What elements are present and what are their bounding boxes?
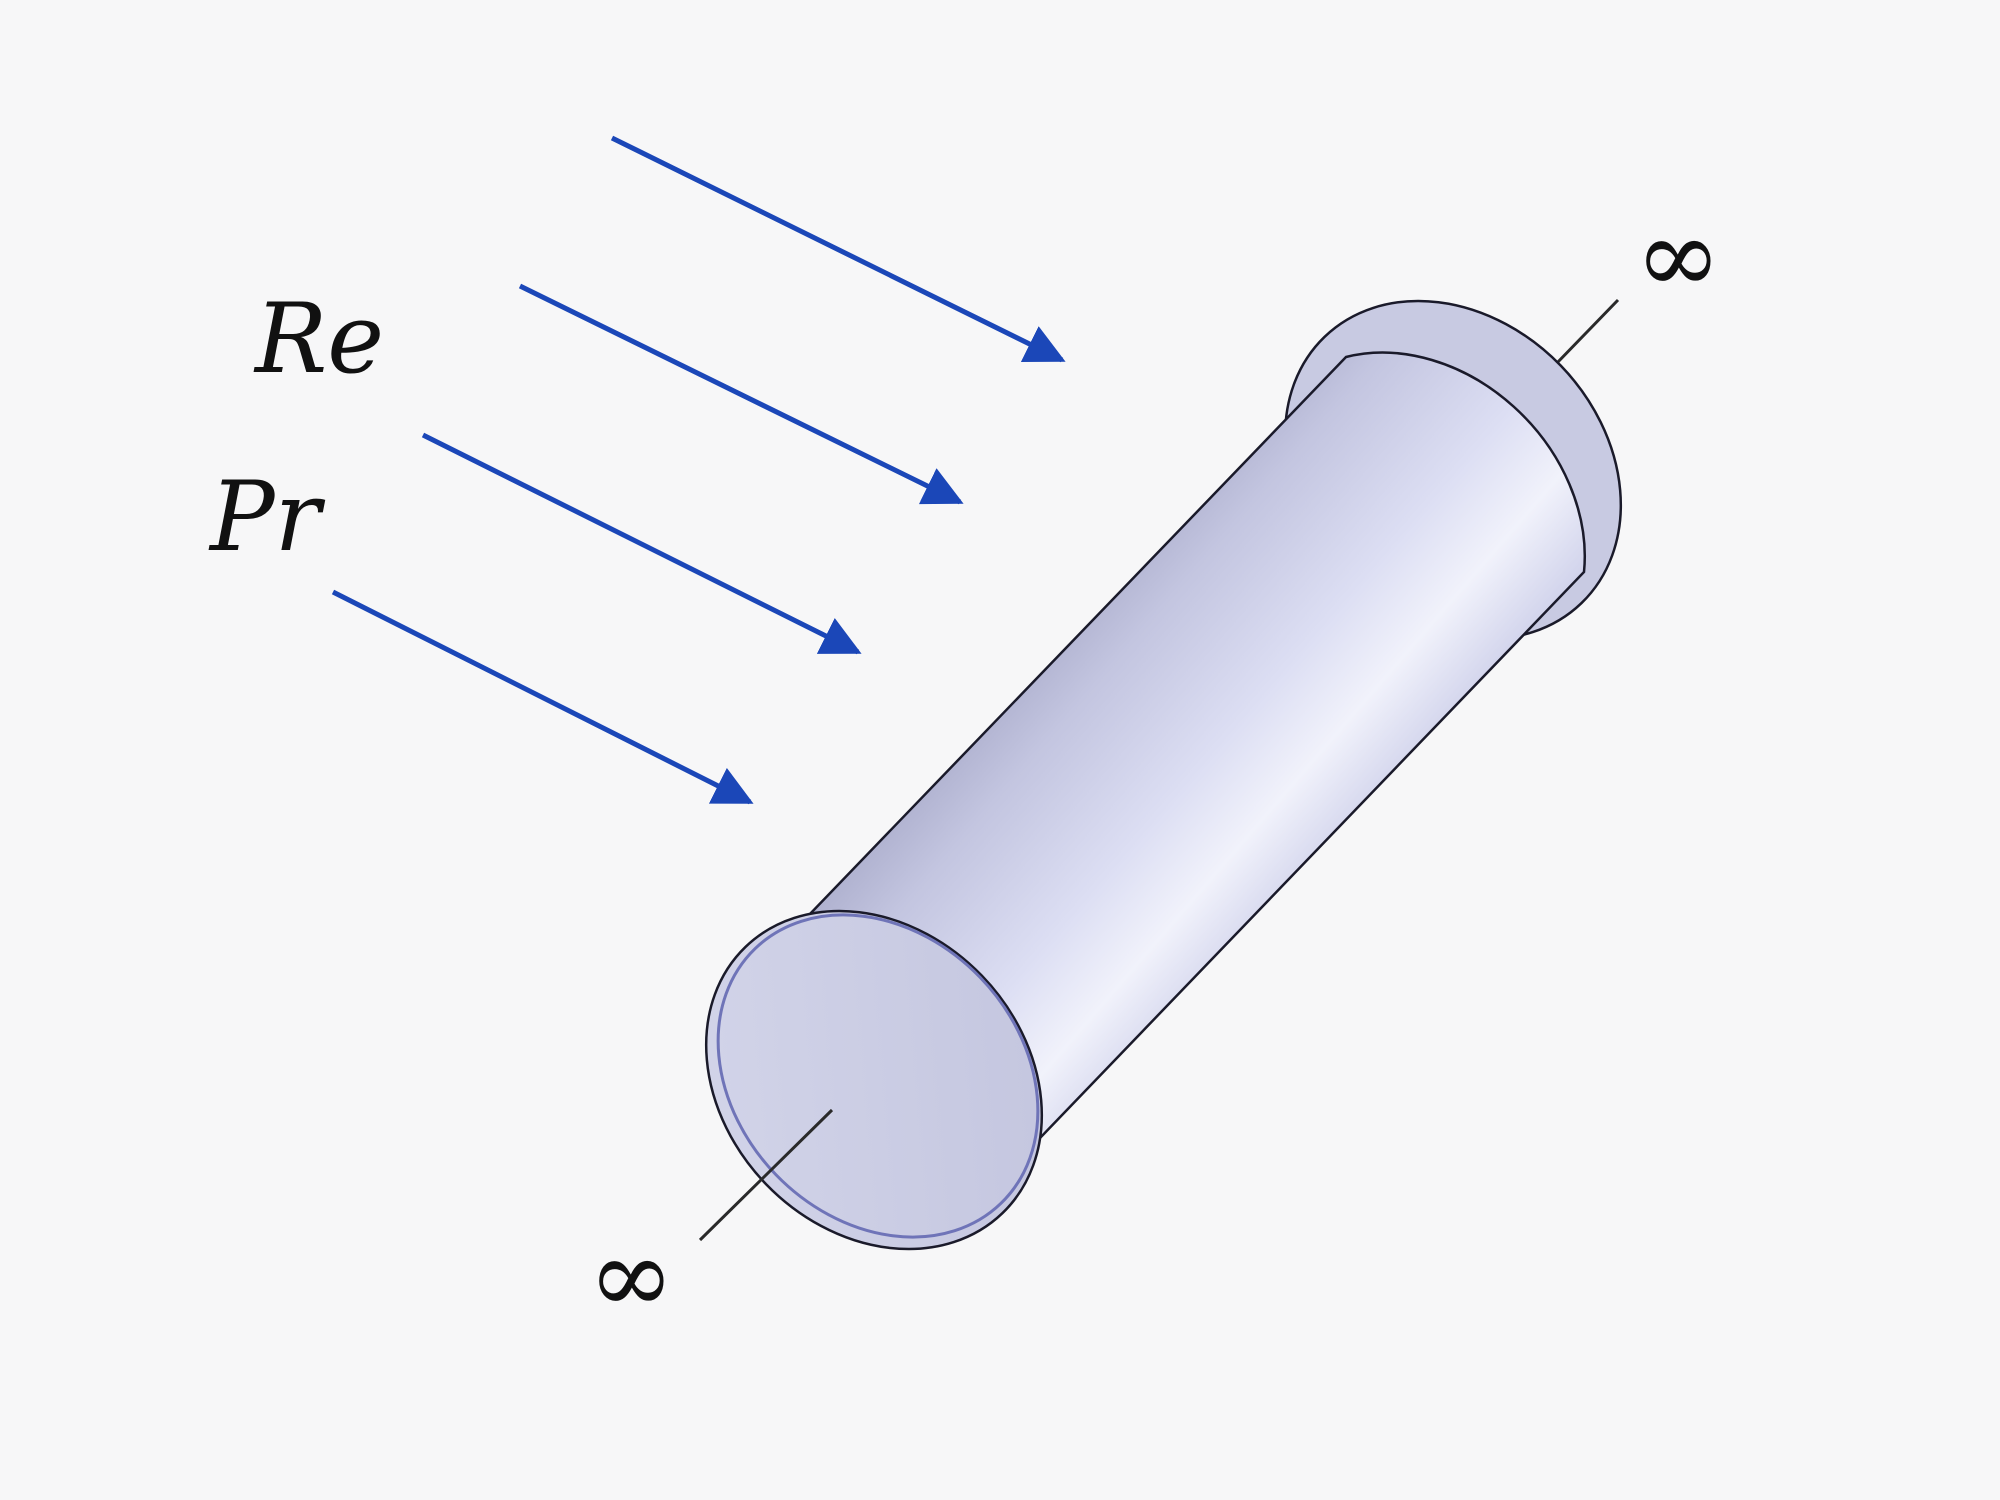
infinity-top-label: ∞ — [1635, 195, 1722, 317]
flow-arrow-4 — [331, 589, 754, 805]
reynolds-label: Re — [253, 283, 384, 395]
cylinder — [704, 299, 1623, 1251]
flow-arrow-1 — [610, 135, 1066, 363]
axis-line-top — [1553, 298, 1620, 367]
cylinder-end-face — [704, 909, 1044, 1251]
axis-line-bottom — [698, 1108, 834, 1242]
flow-arrow-3 — [421, 432, 862, 655]
infinity-bottom-label: ∞ — [588, 1215, 675, 1337]
flow-arrow-2 — [518, 283, 964, 505]
cylinder-end-rim — [716, 913, 1040, 1239]
flow-arrows — [331, 135, 1066, 805]
prandtl-label: Pr — [208, 461, 326, 573]
